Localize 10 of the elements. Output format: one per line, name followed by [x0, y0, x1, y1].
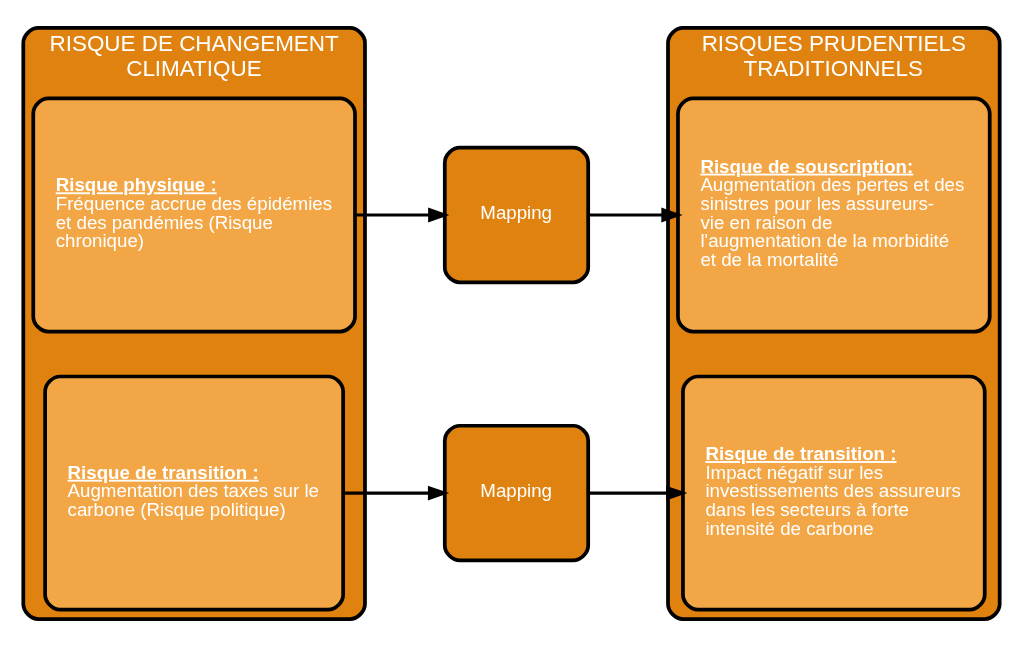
node-box: Mapping: [442, 145, 591, 284]
arrow: [343, 485, 450, 501]
node-box: Risque de transition : Impact négatif sur les investissements des assureurs dans les secteurs à forte intensité de carbone: [681, 374, 987, 612]
node-box: Mapping: [442, 423, 591, 562]
node-box: Risque de transition : Augmentation des taxes sur le carbone (Risque politique): [43, 374, 346, 612]
arrow: [588, 485, 688, 501]
arrow: [355, 207, 450, 222]
arrow: [588, 207, 683, 222]
node-box: Risque physique : Fréquence accrue des épidémies et des pandémies (Risque chronique): [31, 96, 357, 333]
node-box: Risque de souscription: Augmentation des pertes et des sinistres pour les assureurs-vie en raison de l'augmentation de la morbidité et de la mortalité: [676, 96, 992, 333]
